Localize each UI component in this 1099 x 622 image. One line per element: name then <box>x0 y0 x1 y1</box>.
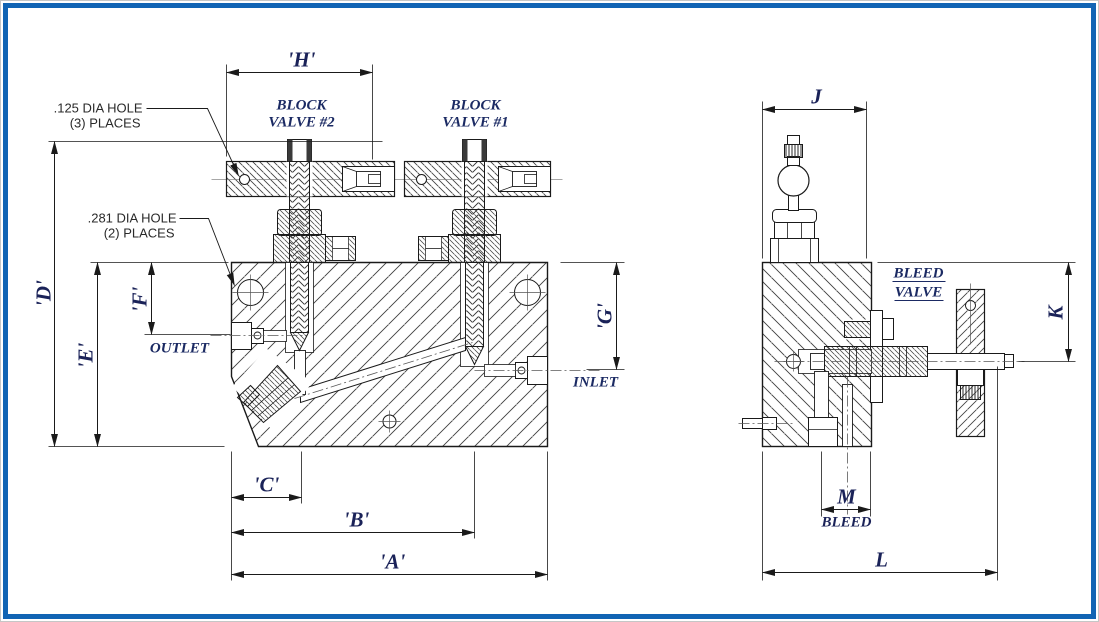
outlet-port <box>210 322 307 350</box>
inlet-label: INLET <box>572 375 619 391</box>
dim-label-h: 'H' <box>287 48 315 72</box>
packing-nut <box>418 236 449 261</box>
note-125-line1: .125 DIA HOLE <box>54 101 143 116</box>
valve-manifold-drawing: 'H' 'D' 'E' 'F' OUTLET 'G' INLET <box>32 48 1076 581</box>
note-281-line2: (2) PLACES <box>104 226 175 241</box>
dim-label-l: L <box>874 548 888 572</box>
dim-label-e: 'E' <box>74 343 98 369</box>
side-view: J BLEED VALVE K M BLEED L <box>738 85 1076 581</box>
block-valve-1-stem <box>418 139 501 263</box>
valve1-line2: VALVE #1 <box>442 115 508 131</box>
bleed-label: BLEED <box>820 515 871 531</box>
ball-handle <box>777 164 810 197</box>
dim-label-a: 'A' <box>380 550 406 574</box>
dim-J: J <box>761 85 868 259</box>
dim-L: L <box>761 366 999 581</box>
side-plug <box>844 310 894 403</box>
dim-D: 'D' <box>32 140 383 448</box>
bleed-valve-line1: BLEED <box>892 266 943 282</box>
valve1-line1: BLOCK <box>449 98 501 114</box>
sheet-border: 'H' 'D' 'E' 'F' OUTLET 'G' INLET <box>3 3 1096 619</box>
bleed-valve-line2: VALVE <box>895 285 943 301</box>
mount-hole <box>232 274 269 311</box>
dim-label-m: M <box>836 485 857 509</box>
plate-nut <box>957 369 984 400</box>
inlet-port <box>474 356 603 385</box>
dim-label-b: 'B' <box>344 508 370 532</box>
bleed-valve-title: BLEED VALVE <box>892 266 946 301</box>
dim-label-c: 'C' <box>254 473 280 497</box>
leader-281 <box>179 218 235 287</box>
front-view: 'H' 'D' 'E' 'F' OUTLET 'G' INLET <box>32 48 625 581</box>
dim-B: 'B' <box>230 451 476 539</box>
note-281-dia-hole: .281 DIA HOLE (2) PLACES <box>88 211 235 287</box>
dim-label-g: 'G' <box>593 303 617 330</box>
packing-nut <box>325 236 356 261</box>
note-281-line1: .281 DIA HOLE <box>88 211 177 226</box>
dim-G: 'G' INLET <box>560 261 625 391</box>
drain-plug <box>236 364 302 424</box>
dim-label-k: K <box>1044 304 1068 321</box>
dim-A: 'A' <box>230 451 549 581</box>
block-valve-2-title: BLOCK VALVE #2 <box>268 98 335 131</box>
cross-passage <box>300 336 466 404</box>
dim-E: 'E' <box>74 261 229 448</box>
dim-C: 'C' <box>230 451 303 581</box>
mount-hole-small <box>378 410 401 433</box>
dim-F: 'F' OUTLET <box>128 261 231 357</box>
block-valve-1-title: BLOCK VALVE #1 <box>442 98 508 131</box>
note-125-line2: (3) PLACES <box>70 116 141 131</box>
bleed-pipe <box>774 346 1025 400</box>
leader-125 <box>146 108 239 176</box>
dim-label-f: 'F' <box>128 287 152 313</box>
handle-hole <box>239 174 250 185</box>
mount-hole <box>509 274 546 311</box>
dim-K: K <box>877 261 1076 363</box>
outlet-label: OUTLET <box>150 341 210 357</box>
dim-label-j: J <box>810 85 823 109</box>
dim-M: M BLEED <box>820 451 872 531</box>
drain-channels <box>738 371 853 515</box>
block-valve-2-stem <box>273 139 356 263</box>
handle-hole <box>416 174 427 185</box>
top-valve <box>770 135 819 263</box>
valve2-line1: BLOCK <box>275 98 327 114</box>
dim-label-d: 'D' <box>32 280 56 307</box>
valve2-line2: VALVE #2 <box>268 115 335 131</box>
note-125-dia-hole: .125 DIA HOLE (3) PLACES <box>54 101 239 176</box>
